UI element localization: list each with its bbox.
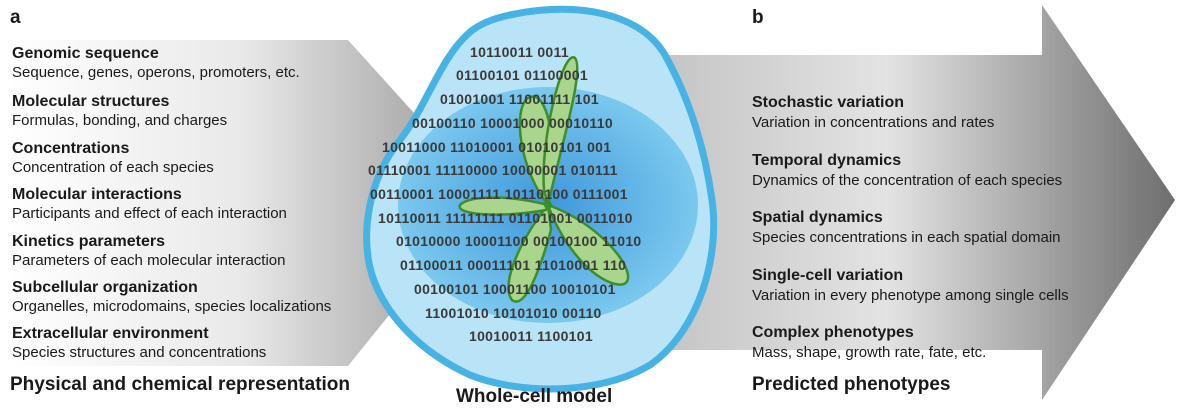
centromere xyxy=(544,201,552,209)
output-item: Temporal dynamics Dynamics of the concen… xyxy=(752,151,1062,191)
output-item-title: Temporal dynamics xyxy=(752,152,902,169)
binary-line: 01001001 11001111 101 xyxy=(440,91,599,107)
binary-line: 10110011 0011 xyxy=(470,44,569,60)
output-item: Spatial dynamics Species concentrations … xyxy=(752,208,1061,248)
output-item-title: Spatial dynamics xyxy=(752,209,883,226)
output-item-title: Single-cell variation xyxy=(752,267,904,284)
panel-a-letter: a xyxy=(10,7,21,28)
input-item-desc: Species structures and concentrations xyxy=(12,344,267,361)
input-item-title: Subcellular organization xyxy=(12,279,198,296)
output-item-desc: Species concentrations in each spatial d… xyxy=(752,229,1061,246)
binary-line: 01100011 00011101 11010001 110 xyxy=(400,257,627,273)
chromosome xyxy=(458,56,630,303)
output-item: Stochastic variation Variation in concen… xyxy=(752,93,994,133)
input-item-title: Molecular structures xyxy=(12,93,170,110)
output-item: Single-cell variation Variation in every… xyxy=(752,266,1069,306)
input-item: Subcellular organization Organelles, mic… xyxy=(12,278,331,316)
input-item: Kinetics parameters Parameters of each m… xyxy=(12,232,285,270)
input-item: Concentrations Concentration of each spe… xyxy=(12,139,214,177)
input-item-desc: Formulas, bonding, and charges xyxy=(12,112,228,129)
binary-line: 11001010 10101010 00110 xyxy=(425,305,602,321)
input-item: Molecular interactions Participants and … xyxy=(12,185,287,223)
center-caption: Whole-cell model xyxy=(456,386,613,407)
output-item-desc: Dynamics of the concentration of each sp… xyxy=(752,172,1063,189)
binary-line: 00100110 10001000 00010110 xyxy=(412,115,613,131)
input-item-title: Genomic sequence xyxy=(12,45,159,62)
binary-line: 10010011 1100101 xyxy=(469,328,593,344)
output-item-title: Complex phenotypes xyxy=(752,324,914,341)
input-item: Extracellular environment Species struct… xyxy=(12,324,266,362)
input-item-title: Kinetics parameters xyxy=(12,233,165,250)
output-item-title: Stochastic variation xyxy=(752,94,905,111)
input-item-title: Extracellular environment xyxy=(12,325,209,342)
input-item-desc: Participants and effect of each interact… xyxy=(12,205,287,222)
input-item: Genomic sequence Sequence, genes, operon… xyxy=(12,44,300,82)
input-item-desc: Organelles, microdomains, species locali… xyxy=(12,298,332,315)
output-item-desc: Variation in concentrations and rates xyxy=(752,114,995,131)
input-arrow xyxy=(8,40,432,366)
binary-line: 00100101 10001100 10010101 xyxy=(414,281,616,297)
binary-line: 00110001 10001111 10110100 0111001 xyxy=(370,186,628,202)
panel-b-letter: b xyxy=(752,7,764,28)
input-item-title: Molecular interactions xyxy=(12,186,182,203)
input-item-title: Concentrations xyxy=(12,140,130,157)
output-item-desc: Mass, shape, growth rate, fate, etc. xyxy=(752,344,987,361)
output-item: Complex phenotypes Mass, shape, growth r… xyxy=(752,323,986,363)
binary-line: 01010000 10001100 00100100 11010 xyxy=(396,233,642,249)
input-item-desc: Sequence, genes, operons, promoters, etc… xyxy=(12,64,300,81)
output-item-desc: Variation in every phenotype among singl… xyxy=(752,287,1069,304)
input-item: Molecular structures Formulas, bonding, … xyxy=(12,92,227,130)
binary-line: 10011000 11010001 01010101 001 xyxy=(382,139,612,155)
input-caption: Physical and chemical representation xyxy=(10,374,351,395)
output-arrow xyxy=(652,5,1175,400)
input-item-desc: Parameters of each molecular interaction xyxy=(12,252,286,269)
output-caption: Predicted phenotypes xyxy=(752,374,951,395)
binary-line: 10110011 11111111 01101001 0011010 xyxy=(378,210,633,226)
input-item-desc: Concentration of each species xyxy=(12,159,214,176)
binary-line: 01100101 01100001 xyxy=(456,67,589,83)
binary-line: 01110001 11110000 10000001 010111 xyxy=(368,162,618,178)
